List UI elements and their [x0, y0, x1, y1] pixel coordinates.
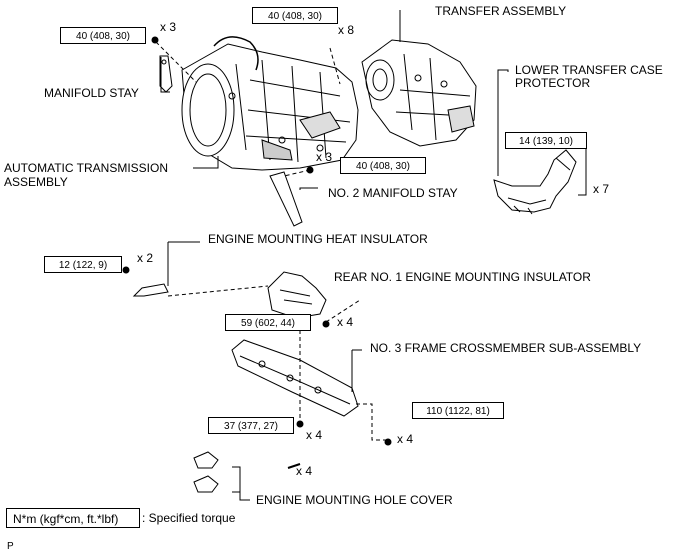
label-manifold-stay: MANIFOLD STAY: [44, 86, 139, 100]
hole-cover-drawing: [193, 451, 219, 493]
figure-code: P: [7, 541, 14, 552]
torque-no2-manifold-stay-bolt: 40 (408, 30): [340, 157, 426, 174]
label-no3-frame-crossmember: NO. 3 FRAME CROSSMEMBER SUB-ASSEMBLY: [370, 341, 642, 355]
torque-crossmember-nut: 110 (1122, 81): [412, 402, 504, 419]
qty-heat-insulator-bolt: x 2: [137, 251, 154, 265]
no2-manifold-stay-drawing: [269, 166, 314, 227]
qty-no2-manifold-stay-bolt: x 3: [316, 150, 333, 164]
protector-drawing: [493, 149, 577, 215]
label-transfer-assembly: TRANSFER ASSEMBLY: [435, 4, 567, 18]
qty-crossmember-nut: x 4: [397, 432, 414, 446]
torque-manifold-stay-bolt: 40 (408, 30): [60, 27, 146, 44]
qty-lower-bolt: x 4: [296, 464, 313, 478]
torque-legend-box: N*m (kgf*cm, ft.*lbf): [6, 508, 140, 528]
transfer-assembly-drawing: [361, 39, 477, 147]
qty-transfer-bolt: x 8: [338, 23, 355, 37]
label-engine-mounting-heat-insulator: ENGINE MOUNTING HEAT INSULATOR: [208, 232, 428, 246]
torque-transfer-bolt: 40 (408, 30): [252, 7, 338, 24]
manifold-stay-drawing: [151, 36, 173, 93]
label-automatic-transmission: AUTOMATIC TRANSMISSION: [4, 161, 169, 175]
crossmember-drawing: [231, 339, 392, 469]
label-engine-mounting-hole-cover: ENGINE MOUNTING HOLE COVER: [256, 493, 453, 507]
qty-protector-bolt: x 7: [593, 182, 610, 196]
label-no2-manifold-stay: NO. 2 MANIFOLD STAY: [328, 186, 458, 200]
heat-insulator-drawing: [122, 266, 169, 297]
torque-protector-bolt: 14 (139, 10): [505, 132, 587, 149]
label-rear-no1-engine-mounting-insulator: REAR NO. 1 ENGINE MOUNTING INSULATOR: [334, 270, 591, 284]
qty-crossmember-bolt: x 4: [306, 428, 323, 442]
torque-insulator-bolt: 59 (602, 44): [225, 314, 311, 331]
engine-mounting-insulator-drawing: [267, 271, 330, 328]
qty-manifold-stay-bolt: x 3: [160, 20, 177, 34]
alignment-lines: [155, 41, 388, 441]
label-lower-transfer-case-protector: LOWER TRANSFER CASE: [515, 63, 663, 77]
label-lower-transfer-case-protector-line2: PROTECTOR: [515, 76, 591, 90]
torque-heat-insulator-bolt: 12 (122, 9): [44, 256, 122, 273]
automatic-transmission-drawing: [181, 36, 359, 171]
torque-legend-text: : Specified torque: [142, 511, 236, 525]
label-automatic-transmission-line2: ASSEMBLY: [4, 175, 68, 189]
qty-insulator-bolt: x 4: [337, 315, 354, 329]
torque-crossmember-bolt: 37 (377, 27): [208, 417, 294, 434]
leader-lines: [160, 10, 587, 501]
